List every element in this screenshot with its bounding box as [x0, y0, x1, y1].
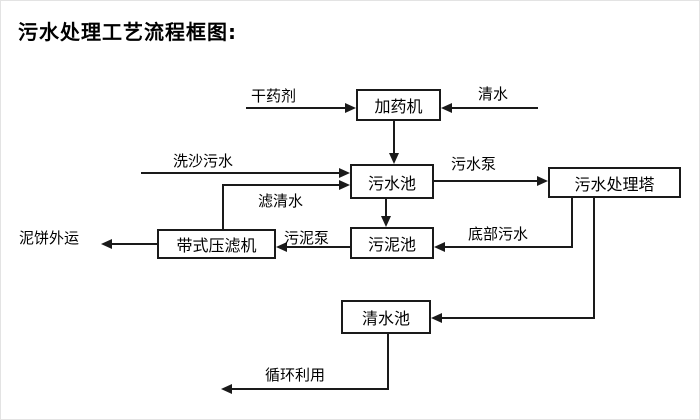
- filtered-water-vline: [222, 185, 224, 229]
- dosing-to-sewage-line: [393, 121, 395, 155]
- node-belt-filter-press: 带式压滤机: [157, 229, 276, 259]
- label-sand-washing-sewage: 洗沙污水: [173, 152, 234, 170]
- page-title: 污水处理工艺流程框图:: [18, 20, 237, 44]
- node-dosing-machine-label: 加药机: [374, 97, 423, 116]
- tower-to-clean-arrowhead-icon: [431, 313, 442, 323]
- node-clean-water-pool: 清水池: [341, 300, 431, 334]
- recycle-arrowhead-icon: [221, 384, 232, 394]
- bottom-sewage-line: [445, 246, 573, 248]
- dry-chemical-line: [246, 107, 346, 109]
- recycle-vline: [387, 334, 389, 390]
- label-filtered-water: 滤清水: [258, 192, 304, 210]
- sludge-pump-line: [287, 246, 350, 248]
- node-sludge-pool-label: 污泥池: [367, 235, 416, 254]
- node-treatment-tower: 污水处理塔: [548, 167, 681, 198]
- node-sludge-pool: 污泥池: [350, 227, 434, 259]
- node-sewage-pool-label: 污水池: [367, 173, 416, 193]
- label-mud-cake-out: 泥饼外运: [19, 229, 80, 247]
- node-treatment-tower-label: 污水处理塔: [574, 174, 655, 194]
- dry-chemical-arrowhead-icon: [345, 103, 356, 113]
- node-belt-filter-press-label: 带式压滤机: [176, 236, 257, 255]
- tower-to-clean-line: [442, 317, 595, 319]
- label-bottom-sewage: 底部污水: [468, 225, 529, 243]
- label-sewage-pump: 污水泵: [451, 155, 497, 173]
- sewage-to-sludge-line: [385, 199, 387, 217]
- sewage-pump-line: [434, 180, 537, 182]
- filtered-water-line: [222, 184, 339, 186]
- dosing-to-sewage-arrowhead-icon: [389, 153, 399, 164]
- node-dosing-machine: 加药机: [356, 89, 441, 121]
- sand-washing-arrowhead-icon: [339, 168, 350, 178]
- bottom-sewage-arrowhead-icon: [434, 242, 445, 252]
- filtered-water-arrowhead-icon: [339, 180, 350, 190]
- label-dry-chemical: 干药剂: [251, 87, 297, 105]
- clean-water-line: [452, 107, 538, 109]
- sludge-pump-arrowhead-icon: [276, 242, 287, 252]
- mud-cake-line: [112, 243, 157, 245]
- node-sewage-pool: 污水池: [350, 164, 434, 199]
- label-clean-water: 清水: [478, 85, 509, 103]
- recycle-line: [232, 388, 389, 390]
- mud-cake-arrowhead-icon: [101, 239, 112, 249]
- tower-to-clean-vline: [593, 198, 595, 319]
- label-recycle: 循环利用: [265, 366, 326, 384]
- sewage-pump-arrowhead-icon: [537, 176, 548, 186]
- bottom-sewage-vline: [571, 198, 573, 248]
- label-sludge-pump: 污泥泵: [284, 229, 330, 247]
- sand-washing-line: [141, 172, 339, 174]
- sewage-to-sludge-arrowhead-icon: [381, 216, 391, 227]
- node-clean-water-pool-label: 清水池: [361, 309, 410, 328]
- clean-water-arrowhead-icon: [441, 103, 452, 113]
